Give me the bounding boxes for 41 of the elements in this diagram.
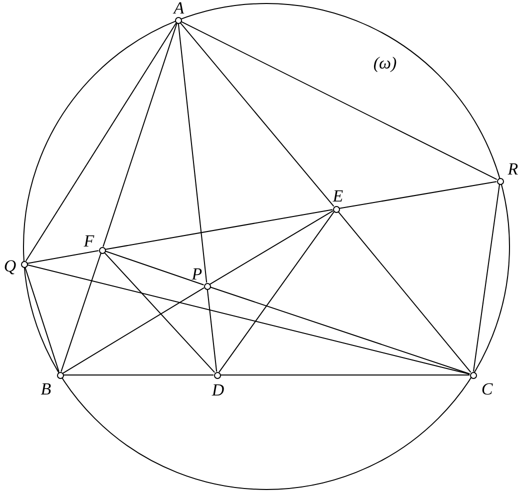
point-marker (214, 372, 220, 378)
point-label: C (481, 380, 493, 398)
line-segment (218, 211, 334, 373)
line-segment (104, 209, 334, 250)
point-marker (332, 206, 340, 212)
point-label: E (332, 188, 344, 204)
point-label: A (174, 0, 184, 16)
line-segment (180, 22, 334, 207)
line-segment (338, 181, 498, 209)
point-label: F (84, 232, 94, 250)
point-marker (98, 246, 106, 254)
line-segment (338, 211, 472, 373)
point-label: B (40, 380, 52, 398)
line-segment (178, 22, 208, 284)
point-marker (496, 178, 504, 184)
line-segment (26, 264, 470, 375)
point-label: D (212, 382, 224, 398)
point-marker (174, 16, 182, 24)
point-label: R (508, 160, 518, 178)
point-label: P (192, 266, 202, 282)
point-marker (204, 282, 210, 290)
line-segment (104, 250, 204, 286)
line-segment (104, 252, 216, 373)
line-segment (60, 252, 102, 372)
line-segment (62, 287, 204, 374)
line-segment (206, 288, 218, 372)
line-segment (24, 266, 60, 372)
line-segment (220, 374, 470, 376)
point-marker (20, 260, 28, 268)
point-marker (56, 372, 64, 378)
point-marker (470, 372, 476, 378)
line-segment (26, 250, 100, 264)
line-segment (472, 184, 500, 372)
line-segment (63, 374, 214, 376)
line-segment (210, 210, 334, 285)
line-segment (102, 22, 178, 248)
line-segment (210, 286, 470, 374)
circle-label: (ω) (373, 54, 397, 72)
point-label: Q (4, 258, 16, 274)
line-segment (25, 22, 177, 262)
line-segment (180, 21, 498, 180)
